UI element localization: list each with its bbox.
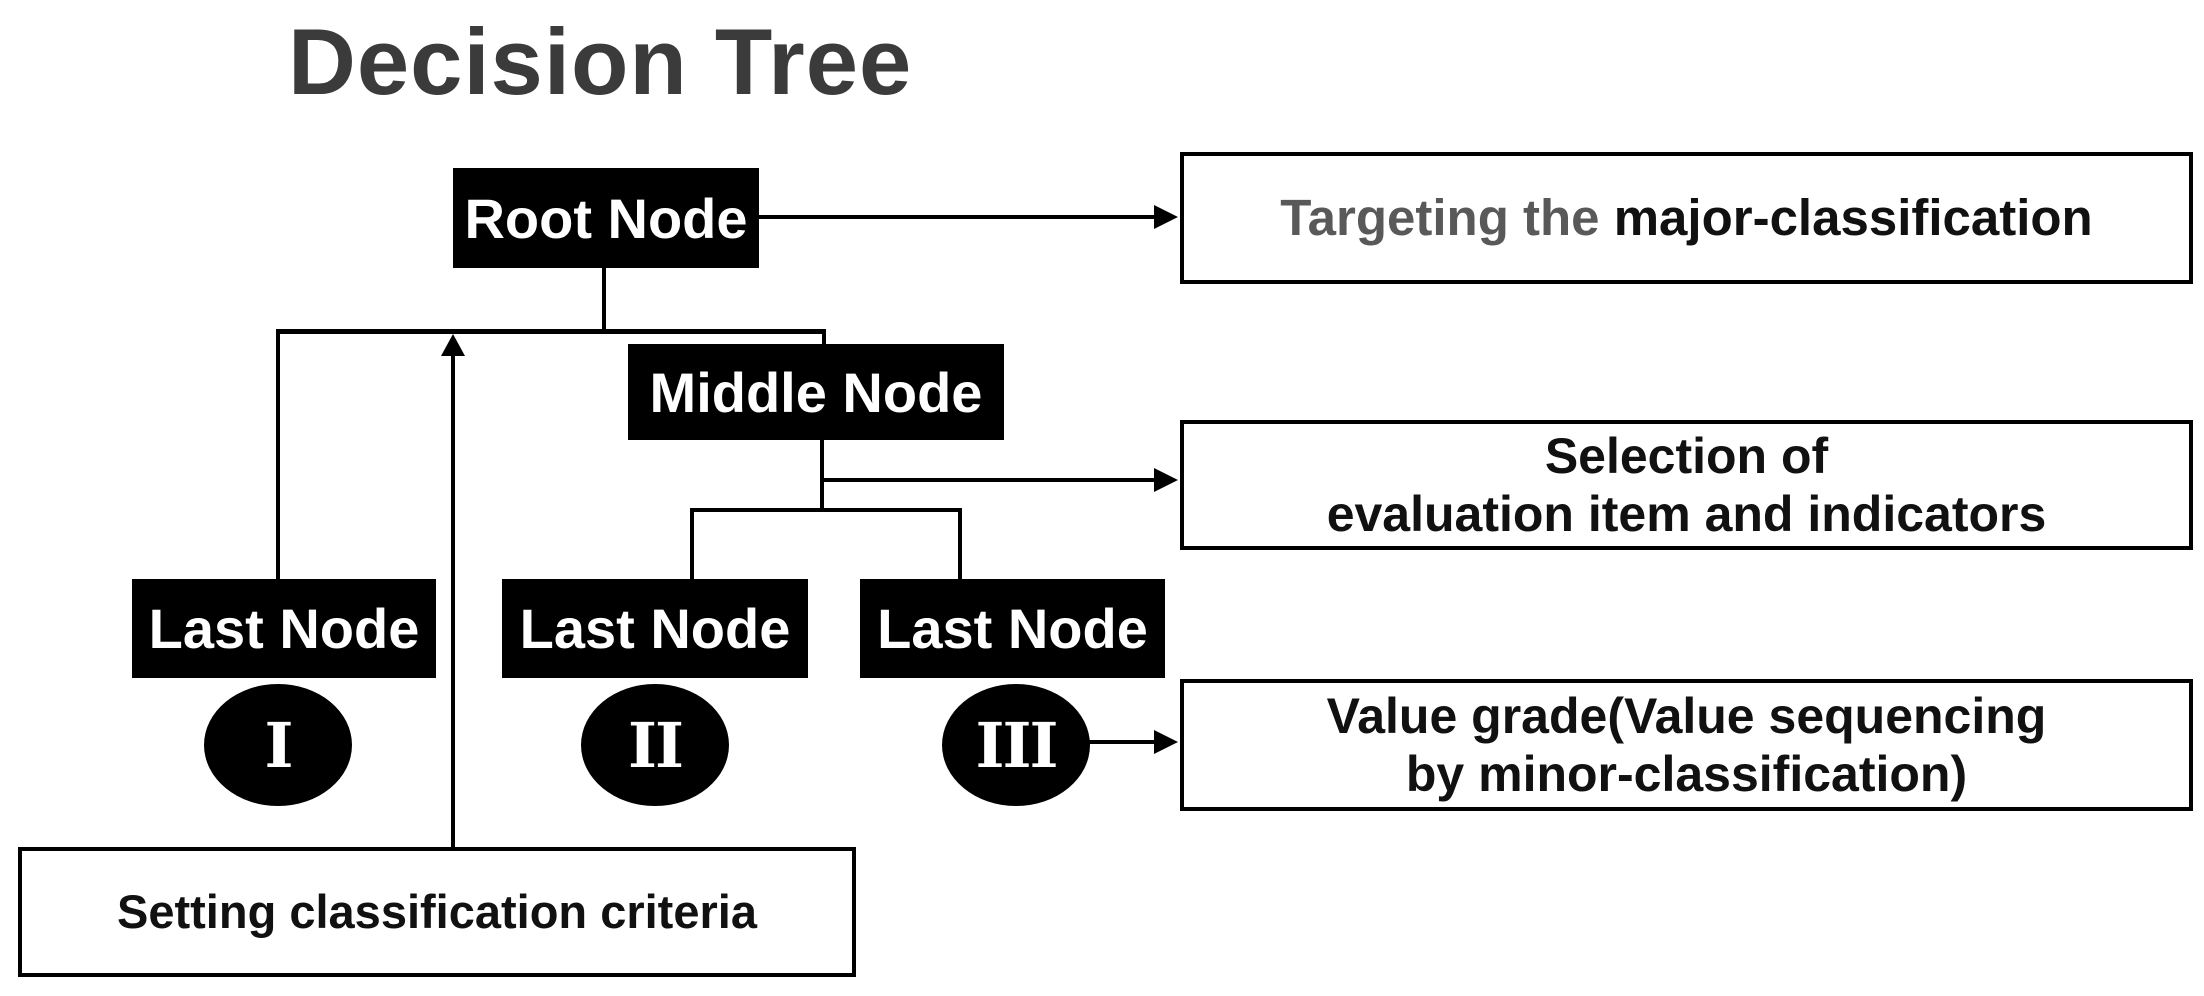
root-to-targeting-line	[759, 215, 1156, 219]
middle-node: Middle Node	[628, 344, 1004, 440]
targeting-annotation-text: Targeting the major-classification	[1280, 188, 2092, 247]
root-node-label: Root Node	[464, 186, 748, 250]
branch-to-last-node-2-line	[690, 508, 694, 579]
root-stem-line	[602, 266, 606, 331]
grade-circle-1: I	[204, 684, 352, 806]
last-node-3-label: Last Node	[877, 597, 1148, 660]
middle-to-selection-line	[820, 478, 1156, 482]
grade-circle-3-numeral: III	[975, 708, 1058, 782]
value-grade-line-2: by minor-classification)	[1405, 746, 1968, 802]
grade-circle-2-numeral: II	[627, 708, 684, 782]
branch-to-middle-node-line	[822, 329, 826, 346]
targeting-annotation-box: Targeting the major-classification	[1180, 152, 2193, 284]
value-grade-annotation-box: Value grade(Value sequencing by minor-cl…	[1180, 679, 2193, 811]
setting-annotation-text: Setting classification criteria	[117, 884, 757, 938]
circle3-to-value-arrowhead-icon	[1154, 730, 1178, 754]
selection-annotation-box: Selection of evaluation item and indicat…	[1180, 420, 2193, 550]
last-node-1-label: Last Node	[148, 597, 420, 660]
grade-circle-1-numeral: I	[264, 708, 293, 782]
middle-to-selection-arrowhead-icon	[1154, 468, 1178, 492]
selection-line-1: Selection of	[1544, 428, 1829, 484]
level1-connector-line	[276, 329, 826, 334]
branch-to-last-node-1-line	[276, 329, 280, 579]
setting-up-arrowhead-icon	[441, 334, 465, 356]
root-node: Root Node	[453, 168, 759, 268]
branch-to-last-node-3-line	[958, 508, 962, 579]
selection-line-2: evaluation item and indicators	[1326, 486, 2047, 542]
page-title: Decision Tree	[288, 9, 913, 114]
middle-stem-line	[820, 438, 824, 512]
setting-annotation-box: Setting classification criteria	[18, 847, 856, 977]
level2-connector-line	[690, 508, 962, 512]
grade-circle-3: III	[942, 684, 1090, 806]
value-grade-line-1: Value grade(Value sequencing	[1326, 688, 2047, 744]
setting-up-arrow-line	[451, 350, 455, 847]
middle-node-label: Middle Node	[649, 360, 983, 424]
root-to-targeting-arrowhead-icon	[1154, 205, 1178, 229]
last-node-1: Last Node	[132, 579, 436, 678]
targeting-strong-text: major-classification	[1613, 189, 2093, 247]
targeting-muted-text: Targeting the	[1280, 189, 1600, 247]
grade-circle-2: II	[581, 684, 729, 806]
last-node-3: Last Node	[860, 579, 1165, 678]
last-node-2-label: Last Node	[519, 597, 791, 660]
circle3-to-value-line	[1082, 740, 1156, 744]
last-node-2: Last Node	[502, 579, 808, 678]
